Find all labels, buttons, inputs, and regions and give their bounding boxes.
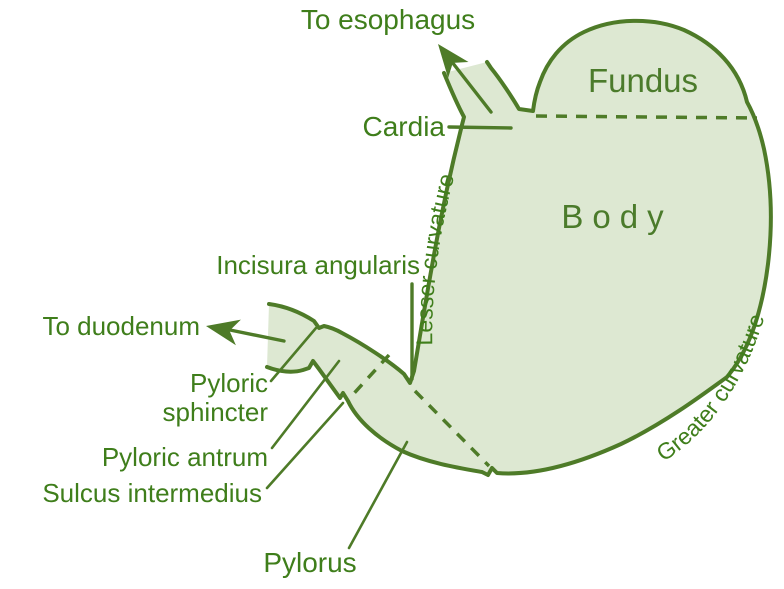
esophagus-arrow-shaft xyxy=(450,60,493,114)
cardia-label: Cardia xyxy=(363,111,446,142)
fundus-label: Fundus xyxy=(588,62,698,99)
incisura-angularis-label: Incisura angularis xyxy=(216,250,420,280)
pylorus-leader-line xyxy=(347,440,409,550)
esophagus-arrowhead-icon xyxy=(438,44,469,78)
sulcus-intermedius-leader-line xyxy=(265,401,345,490)
pyloric-sphincter-leader-line xyxy=(269,326,318,383)
pyloric-sphincter-label-line1: Pyloric xyxy=(190,368,268,398)
pylorus-label: Pylorus xyxy=(263,547,356,578)
stomach-fill xyxy=(267,20,771,475)
body-label: Body xyxy=(561,198,672,235)
pyloric-antrum-leader-line xyxy=(270,359,341,450)
sulcus-intermedius-label: Sulcus intermedius xyxy=(42,478,262,508)
antrum-canal-divider-dashed xyxy=(345,353,391,403)
to-esophagus-label: To esophagus xyxy=(301,4,475,35)
fundus-body-divider-dashed xyxy=(535,114,758,120)
body-antrum-divider-dashed xyxy=(413,389,491,468)
duodenum-arrow-shaft xyxy=(228,328,286,343)
pyloric-antrum-label: Pyloric antrum xyxy=(102,442,268,472)
duodenum-arrowhead-icon xyxy=(206,319,241,346)
pyloric-sphincter-label-line2: sphincter xyxy=(163,397,269,427)
to-duodenum-label: To duodenum xyxy=(42,311,200,341)
cardia-leader-line xyxy=(447,125,513,130)
